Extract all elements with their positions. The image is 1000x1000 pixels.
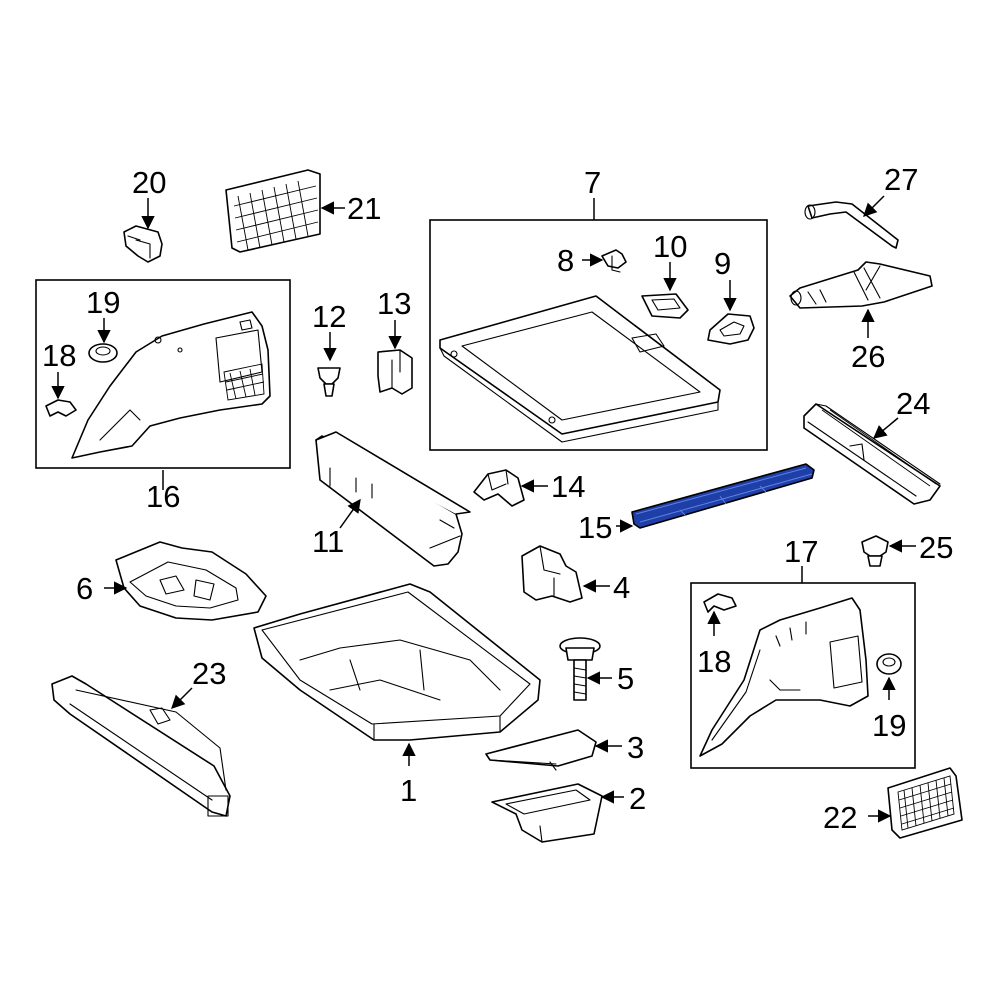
callout-25: 25 bbox=[919, 530, 953, 565]
part-20-clip[interactable] bbox=[123, 225, 163, 263]
part-18-clip-left[interactable] bbox=[45, 399, 77, 417]
callout-23: 23 bbox=[192, 656, 226, 691]
part-27-lug-wrench[interactable] bbox=[804, 201, 899, 249]
part-21-cargo-net[interactable] bbox=[225, 169, 321, 253]
group-box-17 bbox=[690, 582, 916, 769]
part-22-vent-grille[interactable] bbox=[887, 767, 963, 839]
part-23-cargo-cover[interactable] bbox=[51, 675, 231, 817]
part-10-handle[interactable] bbox=[641, 293, 689, 319]
part-3-cover-panel[interactable] bbox=[485, 729, 597, 771]
part-25-push-clip[interactable] bbox=[861, 535, 889, 567]
callout-22: 22 bbox=[823, 800, 857, 835]
callout-13: 13 bbox=[377, 286, 411, 321]
callout-3: 3 bbox=[627, 730, 644, 765]
part-14-bracket[interactable] bbox=[473, 469, 525, 507]
callout-5: 5 bbox=[617, 661, 634, 696]
callout-8: 8 bbox=[557, 243, 574, 278]
callout-1: 1 bbox=[400, 773, 417, 808]
part-24-sill-plate[interactable] bbox=[803, 403, 941, 505]
callout-4: 4 bbox=[613, 570, 630, 605]
part-7-floor-board[interactable] bbox=[439, 295, 721, 443]
callout-14: 14 bbox=[551, 469, 585, 504]
part-13-bracket[interactable] bbox=[377, 349, 413, 395]
callout-26: 26 bbox=[851, 339, 885, 374]
part-4-bracket[interactable] bbox=[521, 545, 583, 603]
callout-12: 12 bbox=[312, 299, 346, 334]
part-18-clip-right[interactable] bbox=[703, 593, 737, 613]
part-8-clip[interactable] bbox=[601, 249, 627, 273]
callout-16: 16 bbox=[146, 479, 180, 514]
group-box-7 bbox=[429, 219, 768, 451]
part-19-grommet-left[interactable] bbox=[88, 343, 118, 363]
part-2-storage-bin[interactable] bbox=[491, 783, 603, 843]
callout-11: 11 bbox=[312, 524, 344, 559]
part-6-storage-tray[interactable] bbox=[115, 541, 267, 621]
callout-6: 6 bbox=[76, 571, 93, 606]
callout-15: 15 bbox=[578, 510, 612, 545]
callout-10: 10 bbox=[653, 229, 687, 264]
part-12-push-pin[interactable] bbox=[317, 367, 341, 397]
part-9-hook[interactable] bbox=[707, 313, 755, 345]
callout-17: 17 bbox=[784, 534, 818, 569]
callout-18-right: 18 bbox=[697, 644, 731, 679]
callout-20: 20 bbox=[132, 165, 166, 200]
callout-27: 27 bbox=[884, 162, 918, 197]
part-11-trim-panel[interactable] bbox=[315, 431, 471, 567]
callout-9: 9 bbox=[714, 246, 731, 281]
callout-7: 7 bbox=[584, 165, 601, 200]
callout-19-right: 19 bbox=[872, 708, 906, 743]
part-15-trim-strip-highlighted[interactable] bbox=[631, 463, 815, 529]
part-16-quarter-trim-panel[interactable] bbox=[71, 311, 271, 459]
part-19-grommet-right[interactable] bbox=[876, 653, 902, 675]
callout-2: 2 bbox=[629, 781, 646, 816]
callout-18-left: 18 bbox=[42, 338, 76, 373]
part-26-jack[interactable] bbox=[789, 261, 933, 309]
callout-24: 24 bbox=[896, 386, 930, 421]
part-1-trunk-tub[interactable] bbox=[253, 583, 541, 741]
part-5-hold-down-bolt[interactable] bbox=[559, 637, 601, 701]
callout-21: 21 bbox=[347, 191, 381, 226]
callout-19-left: 19 bbox=[86, 285, 120, 320]
group-box-16 bbox=[35, 279, 291, 469]
part-17-quarter-trim-panel[interactable] bbox=[699, 597, 869, 757]
